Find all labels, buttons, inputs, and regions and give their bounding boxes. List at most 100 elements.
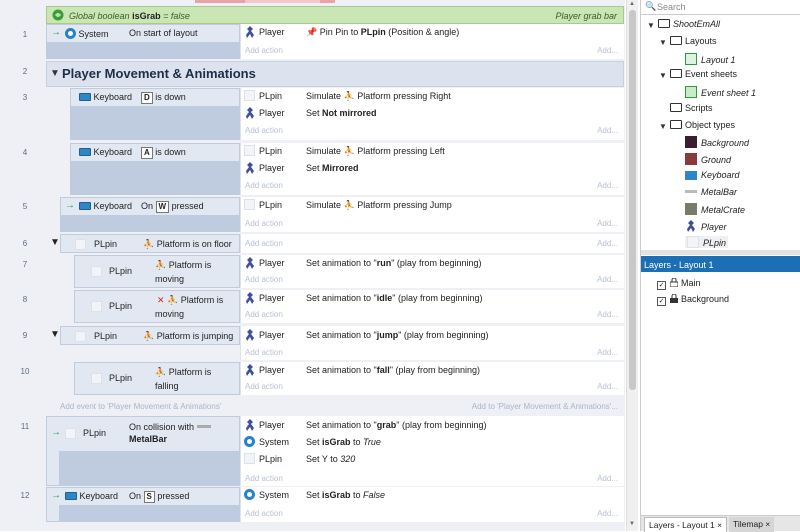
global-variable-row[interactable]: Global boolean isGrab = false Player gra… [46, 6, 624, 24]
close-icon: × [765, 519, 771, 529]
object-ground[interactable]: Ground [685, 153, 731, 165]
event-group-header[interactable]: ▼ Player Movement & Animations [46, 61, 624, 87]
add-more-link[interactable]: Add... [597, 382, 618, 391]
tab-layers[interactable]: Layers - Layout 1 × [644, 517, 728, 532]
add-more-link[interactable]: Add... [597, 474, 618, 483]
expand-triangle-icon[interactable]: ▼ [647, 21, 655, 30]
layout-icon [685, 53, 697, 65]
event-5-condition[interactable]: → Keyboard On W pressed [60, 197, 240, 232]
collapse-triangle-icon[interactable]: ▼ [50, 68, 60, 79]
platform-icon: ⛹ [343, 200, 355, 210]
layer-background[interactable]: ✓Background [657, 293, 730, 306]
object-background[interactable]: Background [685, 136, 749, 148]
collapse-triangle-icon[interactable]: ▼ [50, 237, 60, 248]
add-event-link[interactable]: Add event to 'Player Movement & Animatio… [60, 402, 222, 411]
global-variable-text: Global boolean isGrab = false [69, 11, 190, 21]
event-10-condition[interactable]: PLpin ⛹ Platform is falling [74, 362, 240, 395]
event-1-condition[interactable]: → System On start of layout [46, 24, 240, 59]
tree-item-layouts[interactable]: Layouts [670, 36, 717, 46]
add-more-link[interactable]: Add... [597, 181, 618, 190]
add-more-link[interactable]: Add... [597, 46, 618, 55]
object-player[interactable]: Player [685, 220, 727, 232]
scroll-thumb[interactable] [629, 10, 636, 390]
add-more-link[interactable]: Add... [597, 239, 618, 248]
event-6-actions[interactable]: Add action Add... [240, 234, 624, 253]
event-number: 2 [22, 67, 28, 76]
metalbar-icon [685, 190, 697, 193]
event-number: 4 [22, 148, 28, 157]
event-11-actions[interactable]: Player Set animation to "grab" (play fro… [240, 416, 624, 486]
panel-divider[interactable] [641, 250, 800, 255]
add-action-link[interactable]: Add action [245, 310, 283, 319]
folder-icon [658, 19, 670, 28]
add-more-link[interactable]: Add... [597, 219, 618, 228]
tree-item-event-sheet-1[interactable]: Event sheet 1 [685, 86, 756, 98]
object-keyboard[interactable]: Keyboard [685, 170, 740, 180]
player-icon [244, 26, 256, 38]
layer-main[interactable]: ✓Main [657, 277, 701, 290]
event-6-condition[interactable]: PLpin ⛹ Platform is on floor [60, 234, 240, 253]
search-input[interactable]: Search [657, 2, 686, 12]
add-more-link[interactable]: Add... [597, 509, 618, 518]
event-12-actions[interactable]: System Set isGrab to False Add action Ad… [240, 487, 624, 522]
add-action-link[interactable]: Add action [245, 181, 283, 190]
add-more-link[interactable]: Add... [597, 310, 618, 319]
folder-icon [670, 69, 682, 78]
event-9-condition[interactable]: PLpin ⛹ Platform is jumping [60, 326, 240, 345]
event-8-actions[interactable]: Player Set animation to "idle" (play fro… [240, 290, 624, 323]
tree-item-scripts[interactable]: Scripts [670, 103, 713, 113]
tree-item-event-sheets[interactable]: Event sheets [670, 69, 737, 79]
object-metalbar[interactable]: MetalBar [685, 187, 737, 197]
add-action-link[interactable]: Add action [245, 382, 283, 391]
add-to-group-link[interactable]: Add to 'Player Movement & Animations'... [471, 402, 618, 411]
event-4-actions[interactable]: PLpin Simulate ⛹ Platform pressing Left … [240, 143, 624, 195]
add-action-link[interactable]: Add action [245, 474, 283, 483]
layers-header: Layers - Layout 1 [641, 256, 800, 272]
event-7-actions[interactable]: Player Set animation to "run" (play from… [240, 255, 624, 288]
tab-tilemap[interactable]: Tilemap × [729, 517, 775, 532]
event-3-condition[interactable]: Keyboard D is down [70, 88, 240, 140]
collapse-triangle-icon[interactable]: ▼ [50, 329, 60, 340]
folder-icon [670, 120, 682, 129]
action-text[interactable]: 📌 Pin Pin to PLpin (Position & angle) [306, 27, 460, 37]
pin-object-icon [91, 266, 102, 277]
add-action-link[interactable]: Add action [245, 126, 283, 135]
search-bar[interactable]: 🔍 Search [641, 0, 800, 15]
add-action-link[interactable]: Add action [245, 509, 283, 518]
tree-item-root[interactable]: ShootEmAll [658, 19, 720, 29]
expand-triangle-icon[interactable]: ▼ [659, 38, 667, 47]
project-tree[interactable]: ▼ ShootEmAll ▼ Layouts Layout 1 ▼ Event … [641, 16, 800, 248]
event-sheet[interactable]: Global boolean isGrab = false Player gra… [0, 0, 625, 531]
event-8-condition[interactable]: PLpin ✕ ⛹ Platform is moving [74, 290, 240, 323]
event-1-actions[interactable]: Player 📌 Pin Pin to PLpin (Position & an… [240, 24, 624, 59]
scroll-up-icon[interactable]: ▲ [629, 1, 635, 7]
add-action-link[interactable]: Add action [245, 239, 283, 248]
add-action-link[interactable]: Add action [245, 46, 283, 55]
event-4-condition[interactable]: Keyboard A is down [70, 143, 240, 195]
tree-item-object-types[interactable]: Object types [670, 120, 735, 130]
tree-item-layout-1[interactable]: Layout 1 [685, 53, 736, 65]
event-11-condition[interactable]: → PLpin On collision with MetalBar [46, 416, 240, 486]
event-12-condition[interactable]: → Keyboard On S pressed [46, 487, 240, 522]
scroll-down-icon[interactable]: ▼ [629, 521, 635, 527]
event-number: 7 [22, 260, 28, 269]
pin-object-icon [91, 301, 102, 312]
event-9-actions[interactable]: Player Set animation to "jump" (play fro… [240, 326, 624, 360]
add-action-link[interactable]: Add action [245, 275, 283, 284]
add-action-link[interactable]: Add action [245, 219, 283, 228]
object-plpin[interactable]: PLpin [685, 236, 729, 248]
event-10-actions[interactable]: Player Set animation to "fall" (play fro… [240, 362, 624, 395]
expand-triangle-icon[interactable]: ▼ [659, 122, 667, 131]
expand-triangle-icon[interactable]: ▼ [659, 71, 667, 80]
event-7-condition[interactable]: PLpin ⛹ Platform is moving [74, 255, 240, 288]
event-5-actions[interactable]: PLpin Simulate ⛹ Platform pressing Jump … [240, 197, 624, 232]
keyboard-icon [79, 148, 91, 156]
add-more-link[interactable]: Add... [597, 275, 618, 284]
add-action-link[interactable]: Add action [245, 348, 283, 357]
object-metalcrate[interactable]: MetalCrate [685, 203, 745, 215]
event-sheet-scrollbar[interactable]: ▲ ▼ [626, 0, 638, 531]
add-more-link[interactable]: Add... [597, 126, 618, 135]
event-3-actions[interactable]: PLpin Simulate ⛹ Platform pressing Right… [240, 88, 624, 140]
add-more-link[interactable]: Add... [597, 348, 618, 357]
system-icon [65, 28, 76, 39]
